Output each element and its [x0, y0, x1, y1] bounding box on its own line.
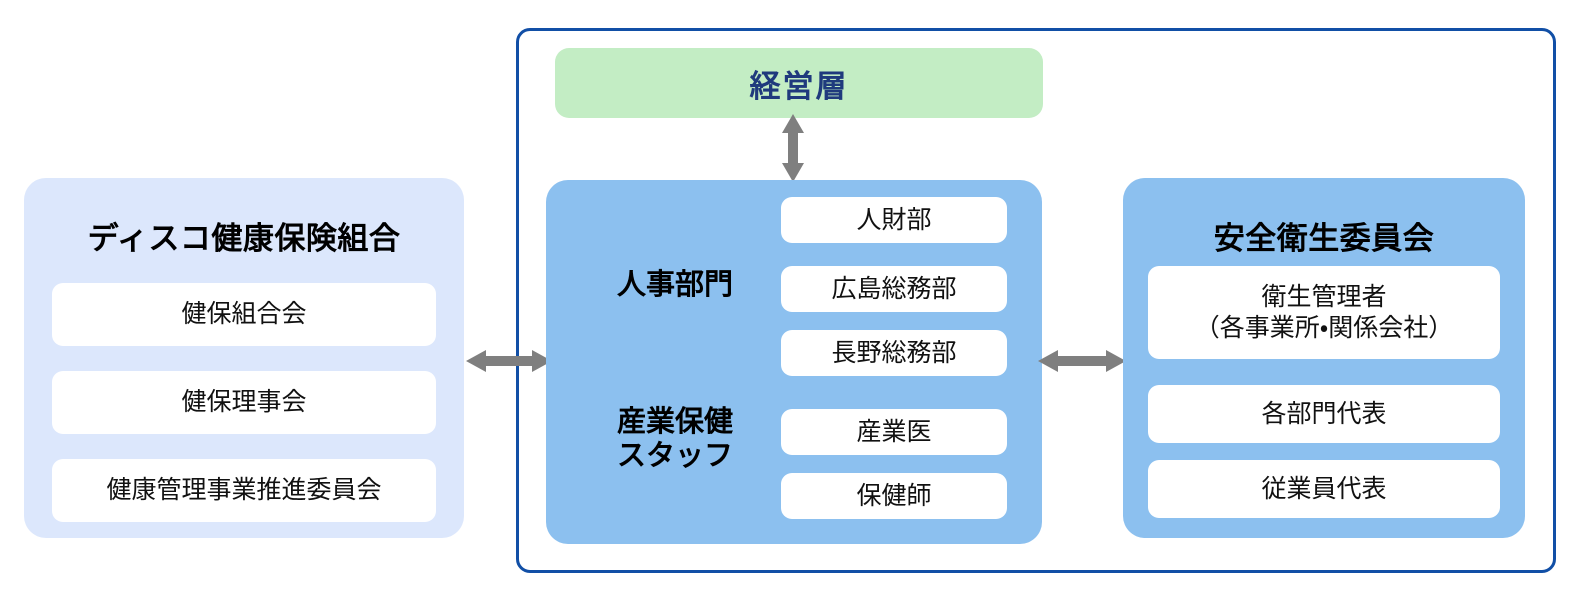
list-item: 健康管理事業推進委員会 [52, 459, 436, 522]
list-item: 従業員代表 [1148, 460, 1500, 518]
list-item: 健保理事会 [52, 371, 436, 434]
list-item: 産業医 [781, 409, 1007, 455]
hr-and-occupational-health-panel: 人事部門 産業保健 スタッフ 人財部 広島総務部 長野総務部 産業医 保健師 [546, 180, 1042, 544]
group-label-occupational-health: 産業保健 スタッフ [616, 406, 733, 473]
internal-organization-frame [516, 28, 1556, 573]
health-insurance-union-title: ディスコ健康保険組合 [87, 221, 401, 256]
list-item: 広島総務部 [781, 266, 1007, 312]
list-item: 人財部 [781, 197, 1007, 243]
health-insurance-union-panel: ディスコ健康保険組合 健保組合会 健保理事会 健康管理事業推進委員会 [24, 178, 464, 538]
list-item: 衛生管理者 （各事業所・関係会社） [1148, 266, 1500, 359]
management-layer-box: 経営層 [555, 48, 1043, 118]
arrow-hr-safety-committee-icon [1036, 340, 1128, 382]
list-item: 各部門代表 [1148, 385, 1500, 443]
safety-health-committee-title: 安全衛生委員会 [1213, 221, 1435, 256]
list-item: 健保組合会 [52, 283, 436, 346]
list-item: 長野総務部 [781, 330, 1007, 376]
safety-health-committee-panel: 安全衛生委員会 衛生管理者 （各事業所・関係会社） 各部門代表 従業員代表 [1123, 178, 1525, 538]
management-layer-label: 経営層 [749, 68, 849, 104]
arrow-management-hr-icon [772, 112, 814, 184]
list-item: 保健師 [781, 473, 1007, 519]
group-label-hr: 人事部門 [616, 269, 733, 301]
arrow-union-hr-icon [464, 340, 554, 382]
